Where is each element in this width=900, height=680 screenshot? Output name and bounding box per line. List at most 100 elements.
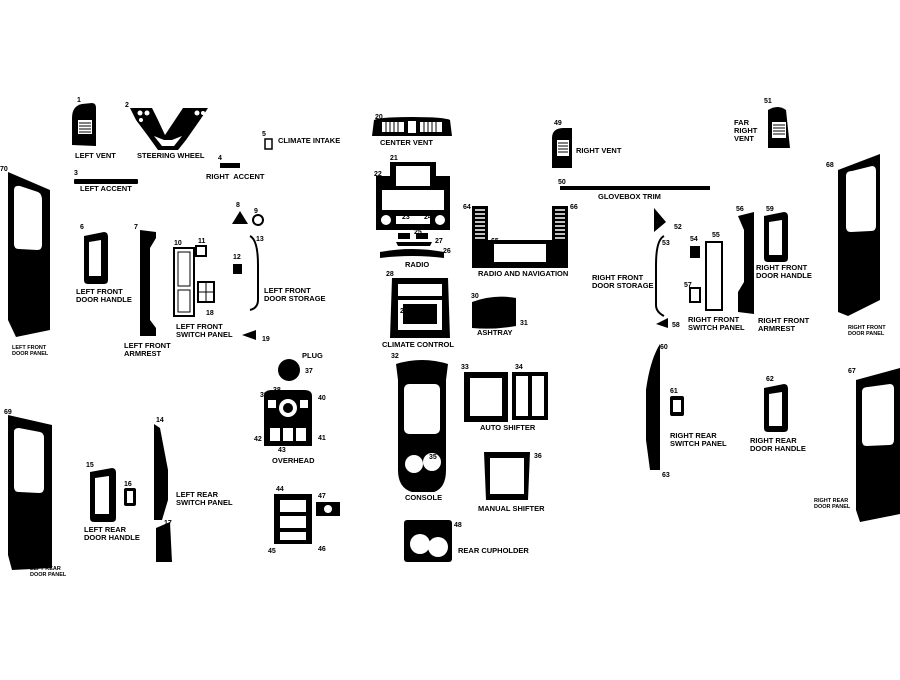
part-4-right-accent: [220, 163, 240, 168]
part-label: RADIO: [405, 260, 430, 269]
part-label: ASHTRAY: [477, 328, 513, 337]
part-label: LEFT FRONT DOOR STORAGE: [264, 286, 326, 303]
part-69-left-rear-door-panel: [8, 415, 52, 570]
part-67-right-rear-door-panel: [856, 368, 900, 522]
part-9: [252, 214, 264, 226]
part-number: 60: [660, 344, 668, 351]
part-number: 55: [712, 232, 720, 239]
part-label: CENTER VENT: [380, 138, 433, 147]
part-1-left-vent: [72, 103, 96, 146]
part-number: 25: [414, 229, 422, 236]
part-number: 63: [662, 472, 670, 479]
part-47: [316, 502, 340, 516]
part-number: 27: [435, 238, 443, 245]
part-number: 8: [236, 202, 240, 209]
part-number: 17: [164, 520, 172, 527]
part-6-left-front-door-handle: [84, 232, 108, 284]
part-53-right-front-door-storage: [655, 235, 665, 317]
part-label: RIGHT FRONT DOOR PANEL: [848, 325, 886, 337]
part-38-overhead: [264, 390, 312, 446]
part-52: [654, 208, 666, 232]
part-10-left-front-switch-panel: [173, 247, 195, 317]
part-label: CLIMATE CONTROL: [382, 340, 454, 349]
part-label: RIGHT VENT: [576, 146, 622, 155]
part-3-left-accent: [74, 179, 138, 184]
part-number: 26: [443, 248, 451, 255]
part-label: CLIMATE INTAKE: [278, 136, 341, 145]
part-number: 40: [318, 395, 326, 402]
part-27-radio: [376, 162, 450, 258]
part-number: 10: [174, 240, 182, 247]
part-56-right-front-armrest: [738, 212, 754, 314]
part-number: 3: [74, 170, 78, 177]
part-label: LEFT REAR DOOR HANDLE: [84, 525, 140, 542]
part-59-right-front-door-handle: [764, 212, 788, 262]
part-8: [232, 211, 248, 224]
part-number: 66: [570, 204, 578, 211]
part-number: 13: [256, 236, 264, 243]
part-58: [656, 318, 668, 328]
part-label: GLOVEBOX TRIM: [598, 192, 661, 201]
part-label: RIGHT FRONT DOOR STORAGE: [592, 273, 654, 290]
part-number: 28: [386, 271, 394, 278]
part-18: [197, 281, 215, 303]
part-33-auto-shifter: [464, 372, 548, 422]
part-label: REAR CUPHOLDER: [458, 546, 529, 555]
part-number: 21: [390, 155, 398, 162]
part-number: 5: [262, 131, 266, 138]
part-20-center-vent: [372, 117, 452, 136]
part-number: 30: [471, 293, 479, 300]
part-label: RADIO AND NAVIGATION: [478, 269, 569, 278]
part-number: 57: [684, 282, 692, 289]
part-number: 53: [662, 240, 670, 247]
part-number: 58: [672, 322, 680, 329]
part-number: 33: [461, 364, 469, 371]
part-number: 14: [156, 417, 164, 424]
part-number: 65: [491, 238, 499, 245]
part-number: 52: [674, 224, 682, 231]
part-number: 31: [520, 320, 528, 327]
part-label: RIGHT FRONT DOOR HANDLE: [756, 263, 812, 280]
part-label: MANUAL SHIFTER: [478, 504, 545, 513]
part-number: 64: [463, 204, 471, 211]
part-number: 18: [206, 310, 214, 317]
part-37-plug: [278, 359, 300, 381]
part-number: 49: [554, 120, 562, 127]
part-12: [233, 264, 242, 274]
part-number: 2: [125, 102, 129, 109]
part-number: 41: [318, 435, 326, 442]
part-number: 59: [766, 206, 774, 213]
part-number: 1: [77, 97, 81, 104]
part-number: 7: [134, 224, 138, 231]
part-2-steering-wheel: [130, 108, 208, 150]
part-number: 68: [826, 162, 834, 169]
part-number: 23: [402, 214, 410, 221]
part-14-left-rear-switch-panel: [154, 424, 168, 520]
part-number: 42: [254, 436, 262, 443]
part-number: 39: [260, 392, 268, 399]
part-60: [646, 344, 660, 470]
part-number: 32: [391, 353, 399, 360]
part-label: LEFT REAR DOOR PANEL: [30, 566, 67, 578]
part-17: [156, 522, 172, 562]
part-label: RIGHT FRONT SWITCH PANEL: [688, 315, 745, 332]
part-32-console: [396, 360, 448, 492]
part-label: LEFT VENT: [75, 151, 116, 160]
part-number: 38: [273, 387, 281, 394]
part-label: LEFT FRONT DOOR HANDLE: [76, 287, 132, 304]
part-number: 35: [429, 454, 437, 461]
part-number: 11: [198, 238, 206, 245]
part-number: 48: [454, 522, 462, 529]
part-68-right-front-door-panel: [838, 154, 880, 316]
part-number: 54: [690, 236, 698, 243]
part-number: 36: [534, 453, 542, 460]
part-label: RIGHT FRONT ARMREST: [758, 316, 810, 333]
part-50-glovebox-trim: [560, 186, 710, 190]
part-label: STEERING WHEEL: [137, 151, 205, 160]
part-number: 12: [233, 254, 241, 261]
part-label: LEFT FRONT DOOR PANEL: [12, 345, 49, 357]
part-label: OVERHEAD: [272, 456, 315, 465]
part-label: RIGHT REAR SWITCH PANEL: [670, 431, 727, 448]
part-number: 50: [558, 179, 566, 186]
part-number: 56: [736, 206, 744, 213]
